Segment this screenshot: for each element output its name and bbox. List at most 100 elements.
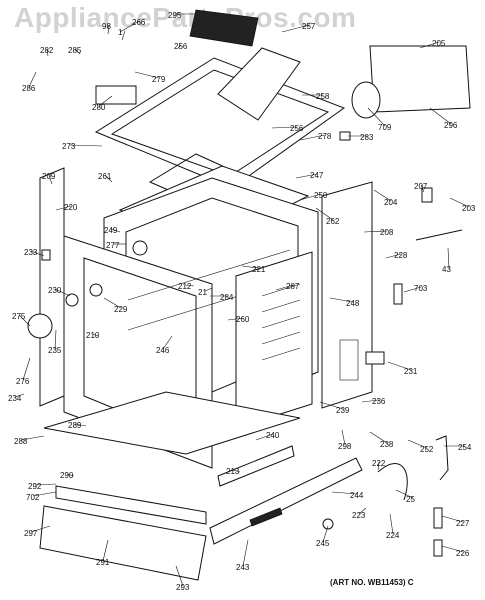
part-number-label: 221 bbox=[252, 265, 266, 274]
rack-line bbox=[127, 249, 291, 301]
part-number-label: 1 bbox=[118, 28, 123, 37]
part-number-label: 285 bbox=[68, 46, 82, 55]
callout-leader-line bbox=[162, 335, 173, 350]
broil-element bbox=[249, 507, 283, 527]
part-number-label: 290 bbox=[60, 471, 74, 480]
callout-leader-line bbox=[107, 24, 110, 35]
part-number-label: 209 bbox=[42, 172, 56, 181]
leader-lines bbox=[14, 13, 470, 587]
bracket-231 bbox=[365, 351, 385, 365]
callout-leader-line bbox=[104, 174, 113, 183]
part-number-label: 286 bbox=[22, 84, 36, 93]
callout-leader-line bbox=[329, 297, 354, 303]
art-number-note: (ART NO. WB11453) C bbox=[330, 578, 414, 587]
igniter bbox=[415, 229, 463, 241]
callout-leader-line bbox=[92, 333, 99, 337]
callout-leader-line bbox=[441, 515, 464, 523]
callout-leader-line bbox=[175, 565, 184, 587]
part-number-label: 260 bbox=[236, 315, 250, 324]
callout-leader-line bbox=[319, 401, 344, 410]
part-number-label: 240 bbox=[266, 431, 280, 440]
part-number-label: 203 bbox=[462, 204, 476, 213]
callout-leader-line bbox=[367, 107, 386, 127]
louvre bbox=[261, 299, 301, 313]
part-number-label: 297 bbox=[24, 529, 38, 538]
part-number-label: 207 bbox=[414, 182, 428, 191]
part-number-label: 234 bbox=[8, 394, 22, 403]
callout-leader-line bbox=[134, 71, 160, 79]
part-number-label: 282 bbox=[40, 46, 54, 55]
callout-leader-line bbox=[299, 134, 326, 141]
callout-leader-line bbox=[299, 193, 322, 201]
callout-leader-line bbox=[22, 357, 31, 381]
callout-leader-line bbox=[74, 48, 81, 55]
part-number-label: 224 bbox=[386, 531, 400, 540]
back-panel bbox=[369, 45, 471, 113]
callout-leader-line bbox=[32, 491, 57, 497]
part-number-label: 212 bbox=[178, 282, 192, 291]
part-number-label: 275 bbox=[12, 312, 26, 321]
callout-leader-line bbox=[363, 230, 388, 233]
callout-leader-line bbox=[30, 525, 51, 533]
callout-leader-line bbox=[403, 286, 422, 293]
vent-fan bbox=[351, 81, 381, 119]
part-number-label: 223 bbox=[352, 511, 366, 520]
louvre bbox=[261, 283, 301, 297]
side-panel-vents bbox=[339, 339, 359, 381]
part-number-label: 295 bbox=[168, 11, 182, 20]
right-side-panel bbox=[321, 181, 373, 409]
part-number-label: 244 bbox=[350, 491, 364, 500]
door-hinge bbox=[435, 435, 449, 481]
callout-leader-line bbox=[14, 393, 25, 398]
part-number-label: 273 bbox=[62, 142, 76, 151]
part-number-label: 246 bbox=[156, 346, 170, 355]
control-knob bbox=[27, 313, 53, 339]
callout-leader-line bbox=[389, 513, 394, 535]
kick-panel bbox=[55, 485, 207, 525]
part-number-label: 227 bbox=[456, 519, 470, 528]
callout-leader-line bbox=[177, 44, 182, 49]
callout-leader-line bbox=[420, 184, 425, 193]
callout-leader-line bbox=[30, 250, 45, 257]
flue-cap bbox=[189, 9, 259, 47]
louvre bbox=[261, 347, 301, 361]
part-number-label: 98 bbox=[102, 22, 111, 31]
callout-leader-line bbox=[34, 483, 57, 486]
part-number-label: 228 bbox=[394, 251, 408, 260]
burner-port bbox=[132, 240, 148, 256]
part-number-label: 293 bbox=[176, 583, 190, 592]
part-number-label: 298 bbox=[338, 442, 352, 451]
part-number-label: 249 bbox=[104, 226, 118, 235]
part-number-label: 262 bbox=[326, 217, 340, 226]
part-number-label: 21 bbox=[198, 288, 207, 297]
callout-leader-line bbox=[315, 207, 334, 221]
thermostat-knob bbox=[65, 293, 79, 307]
part-number-label: 208 bbox=[380, 228, 394, 237]
part-number-label: 280 bbox=[92, 103, 106, 112]
callout-leader-line bbox=[441, 545, 464, 553]
callout-leader-line bbox=[447, 247, 450, 269]
part-number-label: 702 bbox=[26, 493, 40, 502]
callout-leader-line bbox=[119, 20, 140, 33]
part-number-label: 250 bbox=[314, 191, 328, 200]
callout-leader-line bbox=[358, 507, 367, 515]
part-number-label: 709 bbox=[378, 123, 392, 132]
part-number-label: 43 bbox=[442, 265, 451, 274]
callout-leader-line bbox=[341, 429, 346, 446]
part-number-label: 245 bbox=[316, 539, 330, 548]
callout-leader-line bbox=[395, 489, 414, 499]
callout-leader-line bbox=[369, 431, 388, 444]
callout-leader-line bbox=[407, 439, 428, 449]
part-number-label: 254 bbox=[458, 443, 472, 452]
louvre bbox=[261, 315, 301, 329]
part-number-label: 256 bbox=[290, 124, 304, 133]
spring-227 bbox=[433, 507, 443, 529]
base-frame bbox=[209, 457, 363, 545]
part-number-label: 239 bbox=[336, 406, 350, 415]
part-number-label: 276 bbox=[16, 377, 30, 386]
callout-leader-line bbox=[98, 95, 113, 107]
callout-leader-line bbox=[385, 253, 402, 259]
part-number-label: 252 bbox=[420, 445, 434, 454]
